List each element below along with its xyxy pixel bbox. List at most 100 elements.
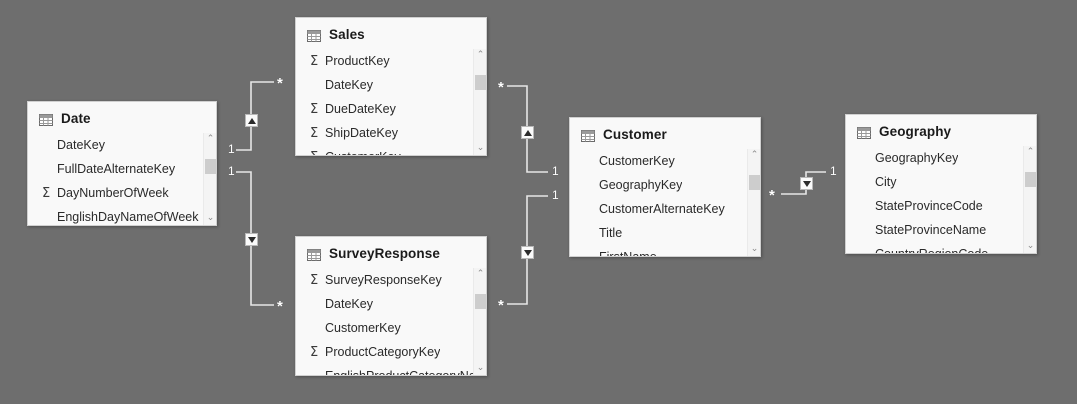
sigma-icon-placeholder: Σ: [310, 298, 325, 311]
sigma-icon-placeholder: Σ: [584, 251, 599, 257]
field-row[interactable]: ΣCountryRegionCode: [846, 242, 1023, 253]
table-header-customer[interactable]: Customer: [570, 118, 760, 149]
vertical-scrollbar[interactable]: ⌃⌄: [1023, 146, 1036, 253]
table-header-sales[interactable]: Sales: [296, 18, 486, 49]
scroll-down-icon[interactable]: ⌄: [476, 363, 485, 373]
table-icon: [857, 126, 871, 139]
table-header-surveyresponse[interactable]: SurveyResponse: [296, 237, 486, 268]
filter-direction-arrow-customer-geography[interactable]: [800, 177, 813, 190]
filter-direction-arrow-surveyresponse-customer[interactable]: [521, 246, 534, 259]
field-row[interactable]: ΣDateKey: [296, 292, 473, 316]
field-row[interactable]: ΣCity: [846, 170, 1023, 194]
field-row[interactable]: ΣTitle: [570, 221, 747, 245]
sigma-icon: Σ: [42, 185, 51, 201]
field-row[interactable]: ΣCustomerKey: [296, 316, 473, 340]
scrollbar-thumb[interactable]: [475, 294, 486, 309]
cardinality-label-customer-geography-to: 1: [830, 164, 837, 178]
scrollbar-thumb[interactable]: [1025, 172, 1036, 187]
table-field-area-surveyresponse: ΣSurveyResponseKeyΣDateKeyΣCustomerKeyΣP…: [296, 268, 486, 375]
vertical-scrollbar[interactable]: ⌃⌄: [473, 268, 486, 375]
cardinality-label-date-sales-from: 1: [228, 142, 235, 156]
table-header-geography[interactable]: Geography: [846, 115, 1036, 146]
sigma-icon: Σ: [310, 101, 319, 117]
sigma-icon-placeholder: Σ: [584, 203, 599, 216]
cardinality-label-sales-customer-from: *: [498, 79, 504, 96]
table-card-surveyresponse[interactable]: SurveyResponseΣSurveyResponseKeyΣDateKey…: [295, 236, 487, 376]
scrollbar-thumb[interactable]: [475, 75, 486, 90]
table-card-customer[interactable]: CustomerΣCustomerKeyΣGeographyKeyΣCustom…: [569, 117, 761, 257]
scroll-down-icon[interactable]: ⌄: [1026, 241, 1035, 251]
sigma-icon-placeholder: Σ: [42, 163, 57, 176]
field-row[interactable]: ΣFullDateAlternateKey: [28, 157, 203, 181]
field-row[interactable]: ΣEnglishDayNameOfWeek: [28, 205, 203, 225]
field-name: DateKey: [325, 297, 373, 311]
sigma-icon: Σ: [310, 344, 319, 360]
field-row[interactable]: ΣDateKey: [296, 73, 473, 97]
scroll-down-icon[interactable]: ⌄: [750, 244, 759, 254]
scroll-up-icon[interactable]: ⌃: [1026, 147, 1035, 157]
table-header-date[interactable]: Date: [28, 102, 216, 133]
scrollbar-thumb[interactable]: [205, 159, 216, 174]
field-row[interactable]: ΣCustomerAlternateKey: [570, 197, 747, 221]
arrow-glyph: [523, 249, 532, 256]
table-card-sales[interactable]: SalesΣProductKeyΣDateKeyΣDueDateKeyΣShip…: [295, 17, 487, 156]
scrollbar-thumb[interactable]: [749, 175, 760, 190]
scroll-up-icon[interactable]: ⌃: [476, 50, 485, 60]
field-name: GeographyKey: [875, 151, 959, 165]
arrow-glyph: [523, 129, 532, 136]
cardinality-label-sales-customer-to: 1: [552, 164, 559, 178]
field-row[interactable]: ΣCustomerKey: [570, 149, 747, 173]
field-name: EnglishDayNameOfWeek: [57, 210, 199, 224]
field-row[interactable]: ΣDateKey: [28, 133, 203, 157]
field-row[interactable]: ΣFirstName: [570, 245, 747, 256]
scroll-up-icon[interactable]: ⌃: [750, 150, 759, 160]
field-row[interactable]: Σ ProductCategoryKey: [296, 340, 473, 364]
table-card-date[interactable]: DateΣDateKeyΣFullDateAlternateKeyΣDayNum…: [27, 101, 217, 226]
field-row[interactable]: ΣGeographyKey: [846, 146, 1023, 170]
vertical-scrollbar[interactable]: ⌃⌄: [203, 133, 216, 225]
scroll-up-icon[interactable]: ⌃: [476, 269, 485, 279]
field-name: EnglishProductCategoryName: [325, 369, 473, 375]
field-name: FullDateAlternateKey: [57, 162, 176, 176]
field-list: ΣGeographyKeyΣCityΣStateProvinceCodeΣSta…: [846, 146, 1023, 253]
sigma-icon-placeholder: Σ: [310, 370, 325, 376]
field-row[interactable]: ΣEnglishProductCategoryName: [296, 364, 473, 375]
sigma-icon-placeholder: Σ: [42, 211, 57, 224]
scroll-down-icon[interactable]: ⌄: [206, 213, 215, 223]
sigma-icon-placeholder: Σ: [310, 79, 325, 92]
sigma-icon-placeholder: Σ: [860, 152, 875, 165]
field-row[interactable]: ΣCustomerKey: [296, 145, 473, 155]
field-row[interactable]: ΣGeographyKey: [570, 173, 747, 197]
sigma-icon-placeholder: Σ: [584, 155, 599, 168]
sigma-icon-placeholder: Σ: [860, 176, 875, 189]
field-name: ProductCategoryKey: [325, 345, 441, 359]
table-title: Sales: [329, 27, 365, 42]
sigma-icon: Σ: [310, 151, 325, 156]
field-row[interactable]: ΣStateProvinceCode: [846, 194, 1023, 218]
field-list: ΣCustomerKeyΣGeographyKeyΣCustomerAltern…: [570, 149, 747, 256]
sigma-icon-placeholder: Σ: [860, 200, 875, 213]
scroll-down-icon[interactable]: ⌄: [476, 143, 485, 153]
field-name: City: [875, 175, 897, 189]
field-name: CustomerKey: [325, 321, 401, 335]
table-field-area-sales: ΣProductKeyΣDateKeyΣDueDateKeyΣShipDateK…: [296, 49, 486, 155]
cardinality-label-surveyresponse-customer-from: *: [498, 297, 504, 314]
table-icon: [39, 113, 53, 126]
field-name: CountryRegionCode: [875, 247, 988, 253]
filter-direction-arrow-date-sales[interactable]: [245, 114, 258, 127]
filter-direction-arrow-sales-customer[interactable]: [521, 126, 534, 139]
scroll-up-icon[interactable]: ⌃: [206, 134, 215, 144]
table-card-geography[interactable]: GeographyΣGeographyKeyΣCityΣStateProvinc…: [845, 114, 1037, 254]
table-title: SurveyResponse: [329, 246, 440, 261]
field-row[interactable]: ΣStateProvinceName: [846, 218, 1023, 242]
vertical-scrollbar[interactable]: ⌃⌄: [473, 49, 486, 155]
table-icon: [307, 248, 321, 261]
filter-direction-arrow-date-surveyresponse[interactable]: [245, 233, 258, 246]
vertical-scrollbar[interactable]: ⌃⌄: [747, 149, 760, 256]
